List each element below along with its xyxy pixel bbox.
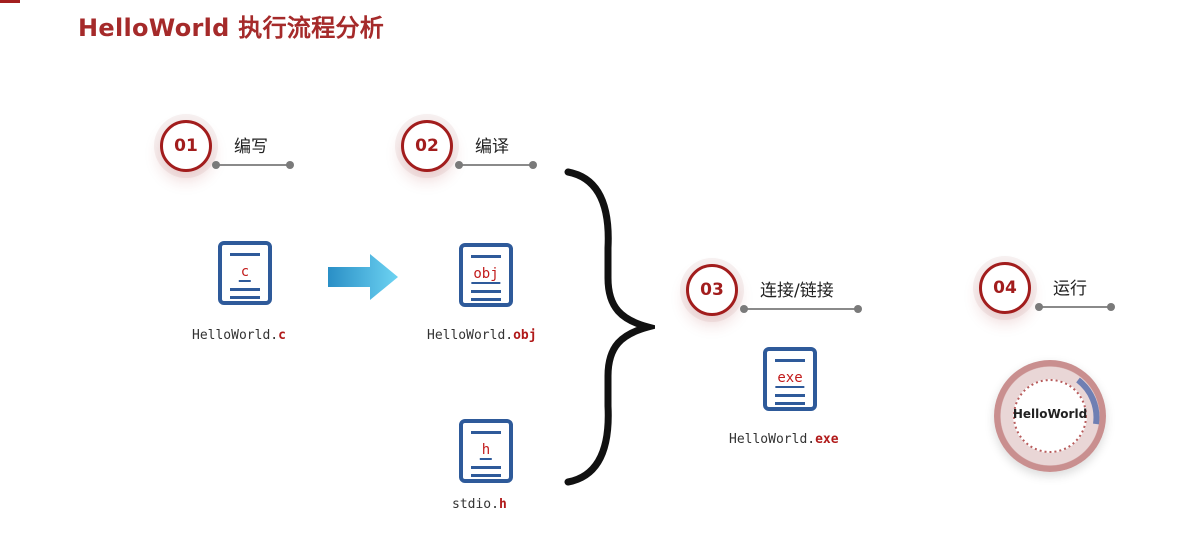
step-label: 编写 <box>234 137 268 157</box>
step-connector-line <box>1035 303 1115 311</box>
curly-brace-icon <box>564 168 655 486</box>
file-type-tag: c <box>238 264 252 282</box>
step-number-badge: 02 <box>401 120 453 172</box>
step-connector-line <box>455 161 537 169</box>
file-name-c: HelloWorld.c <box>192 328 286 343</box>
file-name-exe: HelloWorld.exe <box>729 432 839 447</box>
page-title: HelloWorld 执行流程分析 <box>78 14 385 42</box>
step-label: 连接/链接 <box>760 281 834 301</box>
corner-accent <box>0 0 20 3</box>
step-number-badge: 03 <box>686 264 738 316</box>
h-file-icon: h <box>459 419 513 483</box>
step-connector-line <box>212 161 294 169</box>
step-number-badge: 01 <box>160 120 212 172</box>
step-label: 运行 <box>1053 279 1087 299</box>
right-arrow-icon <box>328 254 398 300</box>
c-file-icon: c <box>218 241 272 305</box>
run-label: HelloWorld <box>1012 407 1088 421</box>
step-run: 04 运行 <box>979 262 1159 332</box>
file-name-h: stdio.h <box>452 497 507 512</box>
step-compile: 02 编译 <box>401 120 581 190</box>
file-type-tag: h <box>479 442 493 460</box>
step-connector-line <box>740 305 862 313</box>
obj-file-icon: obj <box>459 243 513 307</box>
dotted-ring-icon <box>1013 377 1100 453</box>
step-write: 01 编写 <box>160 120 340 190</box>
file-type-tag: exe <box>775 370 805 388</box>
file-name-obj: HelloWorld.obj <box>427 328 537 343</box>
step-label: 编译 <box>475 137 509 157</box>
file-type-tag: obj <box>471 266 501 284</box>
run-program-circle <box>994 360 1106 472</box>
step-link: 03 连接/链接 <box>686 264 886 334</box>
step-number-badge: 04 <box>979 262 1031 314</box>
exe-file-icon: exe <box>763 347 817 411</box>
